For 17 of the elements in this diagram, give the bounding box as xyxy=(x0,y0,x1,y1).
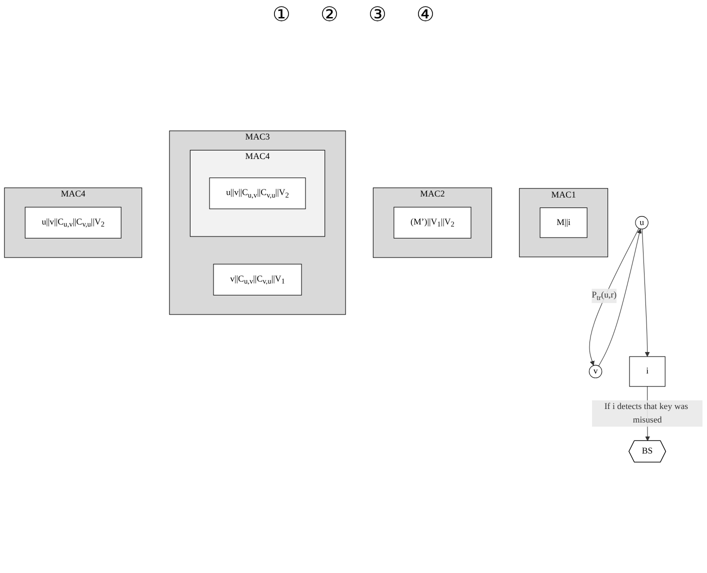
edge-label: P$_{tr}$(u,r) xyxy=(592,290,617,302)
node-circle: v xyxy=(588,364,602,378)
node-box: i xyxy=(629,356,666,387)
edge-label: If i detects that key was misused xyxy=(604,402,688,425)
node-box: (M’)||V$_{1}$||V$_{2}$ xyxy=(394,206,472,238)
step-number: ① xyxy=(272,3,290,27)
arrow xyxy=(642,228,650,357)
node-box: u||v||C$_{u,v}$||C$_{v,u}$||V$_{2}$ xyxy=(209,178,306,210)
step-number: ② xyxy=(320,3,338,27)
node-box: v||C$_{u,v}$||C$_{v,u}$||V$_{1}$ xyxy=(213,264,302,296)
arrow xyxy=(598,228,642,366)
node-circle: u xyxy=(635,216,648,230)
arrow xyxy=(589,228,640,366)
node-box: M||i xyxy=(540,207,588,238)
node-box: u||v||C$_{u,v}$||C$_{v,u}$||V$_{2}$ xyxy=(24,206,122,238)
step-number: ④ xyxy=(416,3,434,27)
step-number: ③ xyxy=(368,3,386,27)
